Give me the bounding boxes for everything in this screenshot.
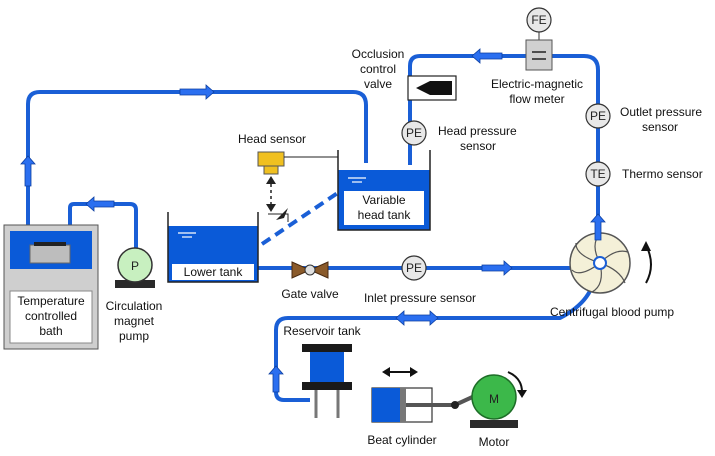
circ-pump-label-1: Circulation bbox=[106, 299, 163, 313]
pump-p-circle bbox=[117, 247, 153, 283]
pe-inlet-text: PE bbox=[406, 261, 422, 275]
fe-text: FE bbox=[531, 13, 546, 27]
motor-base bbox=[470, 420, 518, 428]
head-sensor-body bbox=[257, 151, 285, 167]
motor-rotation-arrow bbox=[507, 371, 523, 393]
centrifugal-pump: Centrifugal blood pump bbox=[550, 232, 674, 319]
pipe-overflow-dashed bbox=[260, 186, 347, 246]
var-tank-label-bg bbox=[344, 191, 424, 225]
var-tank-label-2: head tank bbox=[358, 208, 412, 222]
beat-cylinder-label: Beat cylinder bbox=[367, 433, 436, 447]
pe-head-circle bbox=[401, 120, 427, 146]
overflow-arrow bbox=[276, 208, 288, 220]
bath-label-3: bath bbox=[39, 324, 62, 338]
te-circle bbox=[585, 161, 611, 187]
occlusion-label-2: control bbox=[360, 62, 396, 76]
cylinder-stroke-arrowhead-right bbox=[410, 367, 418, 377]
outlet-pressure-label-1: Outlet pressure bbox=[620, 105, 702, 119]
variable-head-tank: Variable head tank bbox=[337, 150, 431, 231]
cbp-rotation-arrowhead bbox=[641, 241, 651, 251]
overflow-bracket bbox=[268, 213, 289, 222]
cbp-label: Centrifugal blood pump bbox=[550, 305, 674, 319]
arrow-bath-to-pump bbox=[85, 196, 115, 212]
pump-p-letter: P bbox=[131, 259, 139, 273]
bath-label-bg bbox=[9, 290, 93, 344]
motor-rotation-arrowhead bbox=[517, 390, 527, 398]
var-tank-walls bbox=[337, 150, 431, 231]
pe-head-text: PE bbox=[406, 126, 422, 140]
thermo-sensor-label: Thermo sensor bbox=[622, 167, 703, 181]
pe-outlet-text: PE bbox=[590, 109, 606, 123]
flow-meter-label-2: flow meter bbox=[509, 92, 564, 106]
var-tank-label-1: Variable bbox=[362, 193, 405, 207]
pe-inlet-circle bbox=[401, 255, 427, 281]
outlet-pressure-label-2: sensor bbox=[642, 120, 678, 134]
inlet-pressure-sensor: PE Inlet pressure sensor bbox=[364, 255, 476, 305]
flow-arrows bbox=[20, 48, 606, 393]
cylinder-stroke-arrowhead-left bbox=[382, 367, 390, 377]
occlusion-label-3: valve bbox=[364, 77, 392, 91]
occlusion-valve: Occlusion control valve bbox=[352, 47, 457, 101]
arrow-top-down-left bbox=[20, 155, 36, 187]
reservoir-bottom-plate bbox=[302, 382, 352, 390]
reservoir-top-plate bbox=[302, 344, 352, 352]
flow-meter-label-1: Electric-magnetic bbox=[491, 77, 583, 91]
motor-housing bbox=[471, 374, 517, 420]
motor: M Motor bbox=[451, 371, 527, 449]
inlet-pressure-label: Inlet pressure sensor bbox=[364, 291, 476, 305]
bath-heater-top bbox=[34, 242, 66, 246]
arrow-cbp-up bbox=[590, 213, 606, 241]
lower-tank: Lower tank bbox=[167, 212, 259, 283]
lower-tank-walls bbox=[167, 212, 259, 283]
circ-pump-label-2: magnet bbox=[114, 314, 155, 328]
circ-pump-label-3: pump bbox=[119, 329, 149, 343]
te-text: TE bbox=[590, 167, 605, 181]
motor-m-letter: M bbox=[489, 392, 499, 406]
head-sensor-beam-up-arrow bbox=[266, 176, 276, 184]
flow-meter: FE Electric-magnetic flow meter bbox=[491, 7, 583, 106]
pump-base bbox=[115, 280, 155, 288]
flow-meter-body bbox=[525, 39, 553, 71]
cylinder-piston-head bbox=[400, 388, 406, 422]
cbp-center bbox=[593, 256, 607, 270]
arrow-flow-meter-left bbox=[471, 48, 503, 64]
arrow-reservoir-up bbox=[268, 365, 284, 393]
temperature-bath: Temperature controlled bath bbox=[3, 224, 99, 350]
reservoir-body bbox=[310, 352, 344, 382]
head-pressure-label-1: Head pressure bbox=[438, 124, 517, 138]
occlusion-plunger bbox=[416, 81, 452, 95]
head-pressure-label-2: sensor bbox=[460, 139, 496, 153]
motor-label: Motor bbox=[479, 435, 510, 449]
pe-outlet-circle bbox=[585, 103, 611, 129]
arrow-return-bidirectional bbox=[395, 310, 439, 326]
head-sensor-beam-down-arrow bbox=[266, 204, 276, 212]
cylinder-fluid bbox=[372, 388, 402, 422]
bath-label-2: controlled bbox=[25, 309, 77, 323]
head-sensor-label: Head sensor bbox=[238, 132, 306, 146]
beat-cylinder: Beat cylinder bbox=[367, 367, 455, 447]
gate-valve-label: Gate valve bbox=[281, 287, 339, 301]
crank-pin bbox=[451, 401, 459, 409]
reservoir-tank: Reservoir tank bbox=[283, 324, 362, 418]
outlet-pressure-sensor: PE Outlet pressure sensor bbox=[585, 103, 702, 134]
head-sensor-tip bbox=[263, 165, 279, 175]
bath-heater bbox=[29, 244, 71, 264]
head-pressure-sensor: PE Head pressure sensor bbox=[401, 120, 517, 153]
gate-valve-hub bbox=[304, 264, 316, 276]
lower-tank-label: Lower tank bbox=[184, 265, 244, 279]
bath-label-1: Temperature bbox=[17, 294, 85, 308]
thermo-sensor: TE Thermo sensor bbox=[585, 161, 703, 187]
head-sensor: Head sensor bbox=[238, 132, 338, 212]
occlusion-label-1: Occlusion bbox=[352, 47, 405, 61]
pipe-cbp-to-reservoir bbox=[274, 269, 597, 402]
circulation-pump: P Circulation magnet pump bbox=[106, 247, 163, 343]
arrow-inlet-right bbox=[481, 260, 513, 276]
gate-valve: Gate valve bbox=[281, 261, 339, 301]
lower-tank-label-bg bbox=[172, 264, 254, 280]
reservoir-label: Reservoir tank bbox=[283, 324, 361, 338]
arrow-top-right bbox=[179, 84, 215, 100]
